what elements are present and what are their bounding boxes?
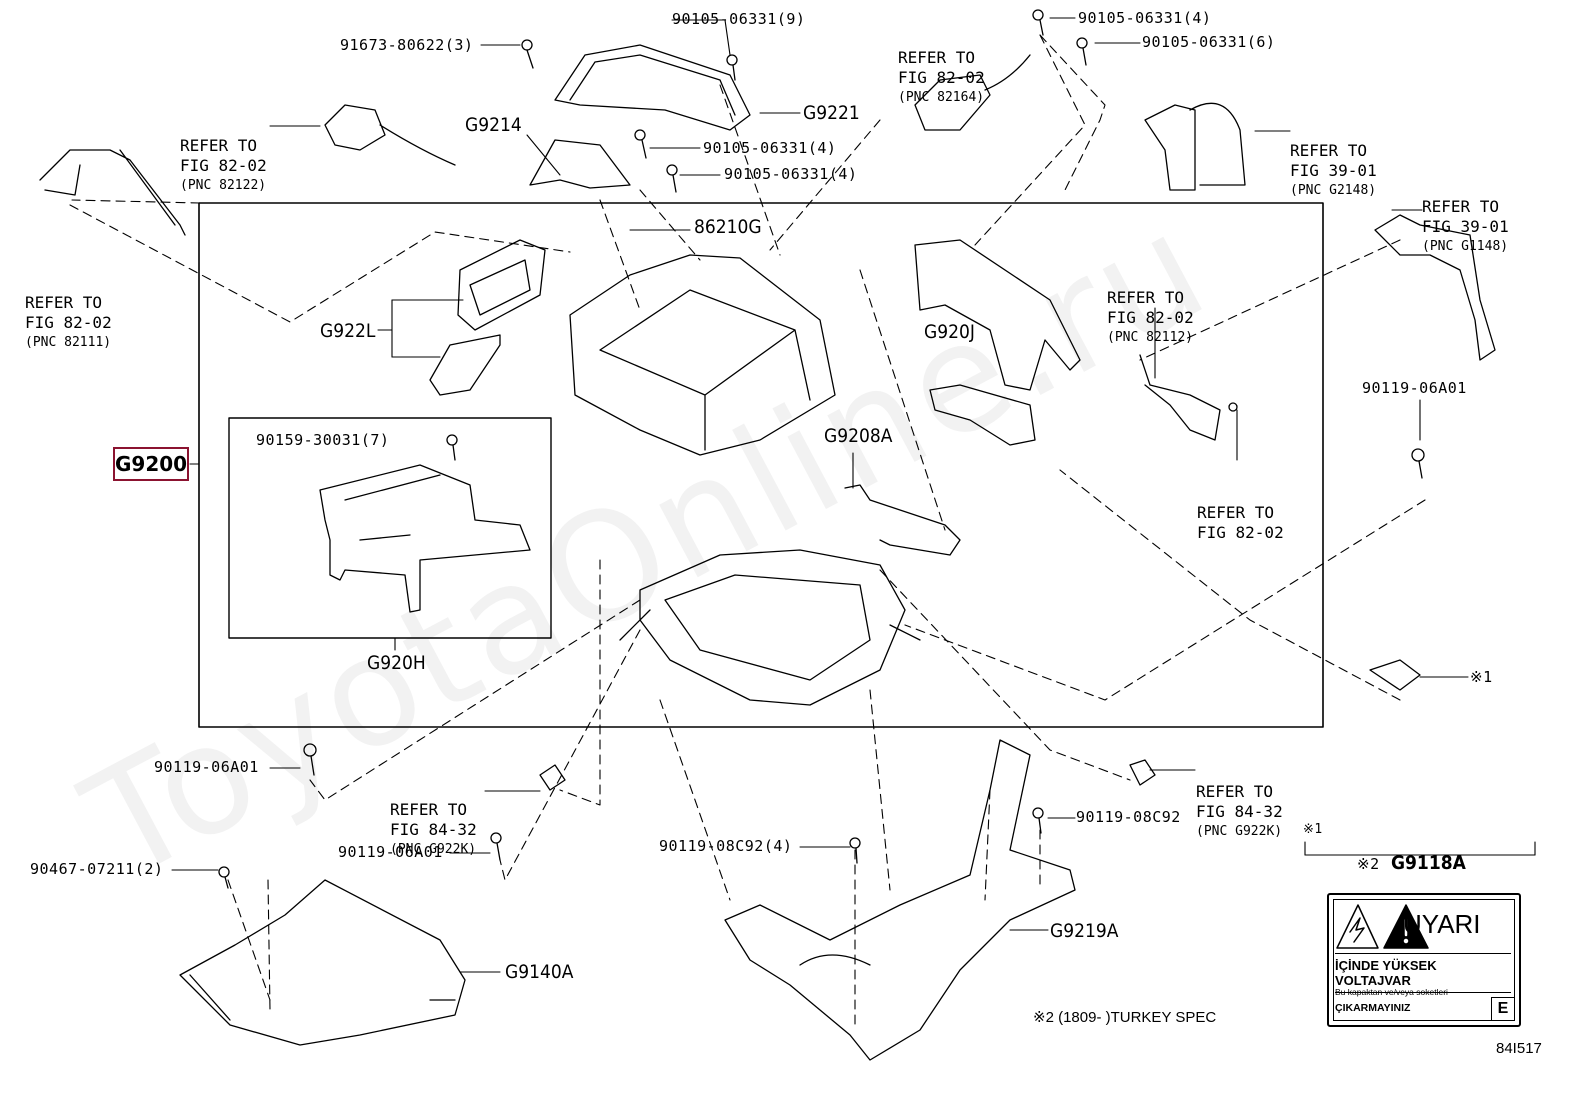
connector-g1148 — [1374, 214, 1496, 361]
warning-corner-letter: E — [1491, 997, 1515, 1021]
mark-1: ※1 — [1470, 668, 1493, 686]
part-outlines — [39, 44, 1496, 1061]
warning-triangles — [1336, 904, 1429, 949]
part-label-90105-6: 90105-06331(6) — [1142, 33, 1276, 51]
assembly-frame — [198, 202, 1324, 728]
harness-82111 — [39, 149, 186, 236]
cover-g922l — [457, 239, 546, 331]
bracket-g920j — [914, 239, 1081, 391]
warning-title: UYARI — [1403, 909, 1481, 939]
gasket-g9221 — [554, 44, 751, 131]
part-label-90105-4a: 90105-06331(4) — [1078, 9, 1212, 27]
part-label-90119-b: 90119-06A01 — [154, 758, 259, 776]
cover-g9140a — [179, 879, 466, 1046]
part-label-90105-4c: 90105-06331(4) — [724, 165, 858, 183]
warning-line-1: İÇİNDE YÜKSEK VOLTAJVAR — [1335, 953, 1511, 993]
part-label-86210g: 86210G — [694, 216, 762, 238]
warning-line-2: Bu kapaktan ve/veya soketleri — [1335, 987, 1448, 997]
warning-label-g9118a: UYARI İÇİNDE YÜKSEK VOLTAJVAR Bu kapakta… — [1327, 893, 1521, 1027]
part-label-g9214: G9214 — [465, 114, 522, 136]
inverter-upper-case — [569, 254, 836, 456]
warning-label-inner — [1333, 899, 1515, 1021]
part-label-g920j: G920J — [924, 321, 975, 343]
part-label-90119-c: 90119-06A01 — [338, 843, 443, 861]
main-assembly-code[interactable]: G9200 — [113, 447, 189, 481]
part-label-91673: 91673-80622(3) — [340, 36, 474, 54]
wire-g9208a — [844, 484, 961, 556]
part-label-g9118a: G9118A — [1391, 852, 1466, 874]
harness-82112 — [1139, 354, 1221, 441]
subassembly-frame — [228, 417, 552, 639]
part-label-g9140a: G9140A — [505, 961, 574, 983]
bracket-g9214 — [529, 139, 631, 189]
lightning-triangle-icon — [1336, 904, 1379, 949]
part-label-g920h: G920H — [367, 652, 426, 674]
part-label-90105-9: 90105-06331(9) — [672, 10, 806, 28]
part-label-g9219a: G9219A — [1050, 920, 1119, 942]
part-label-90467: 90467-07211(2) — [30, 860, 164, 878]
warning-line-3: ÇIKARMAYINIZ — [1335, 1002, 1411, 1014]
bracket-g920j-lower — [929, 384, 1036, 446]
mark-1-header: ※1 — [1303, 822, 1323, 837]
part-label-g922l: G922L — [320, 320, 376, 342]
connector-g2148 — [1144, 102, 1246, 191]
leader-lines — [171, 17, 1536, 973]
figure-number: 84I517 — [1496, 1040, 1542, 1057]
part-label-90119-08c92-4: 90119-08C92(4) — [659, 837, 793, 855]
dashed-lines — [69, 34, 1426, 1031]
plug-82164 — [914, 54, 1031, 131]
part-label-90119-08c92: 90119-08C92 — [1076, 808, 1181, 826]
part-label-90119-a: 90119-06A01 — [1362, 379, 1467, 397]
part-label-g9221: G9221 — [803, 102, 860, 124]
bracket-g9219a — [724, 739, 1076, 1061]
part-label-90159: 90159-30031(7) — [256, 431, 390, 449]
board-g920h — [319, 464, 531, 613]
turkey-spec-note: ※2 (1809- )TURKEY SPEC — [1033, 1009, 1217, 1026]
bolts — [218, 9, 1425, 889]
part-label-90105-4b: 90105-06331(4) — [703, 139, 837, 157]
grommet-g922k-right — [1129, 759, 1156, 786]
connector-82122 — [324, 104, 456, 166]
mark-2: ※2 — [1357, 855, 1380, 873]
inverter-lower-board — [619, 549, 921, 706]
gasket-g922l — [429, 334, 501, 396]
grommet-g922k-left — [539, 764, 566, 791]
label-g9118a-small — [1369, 659, 1421, 691]
part-label-g9208a: G9208A — [824, 425, 893, 447]
